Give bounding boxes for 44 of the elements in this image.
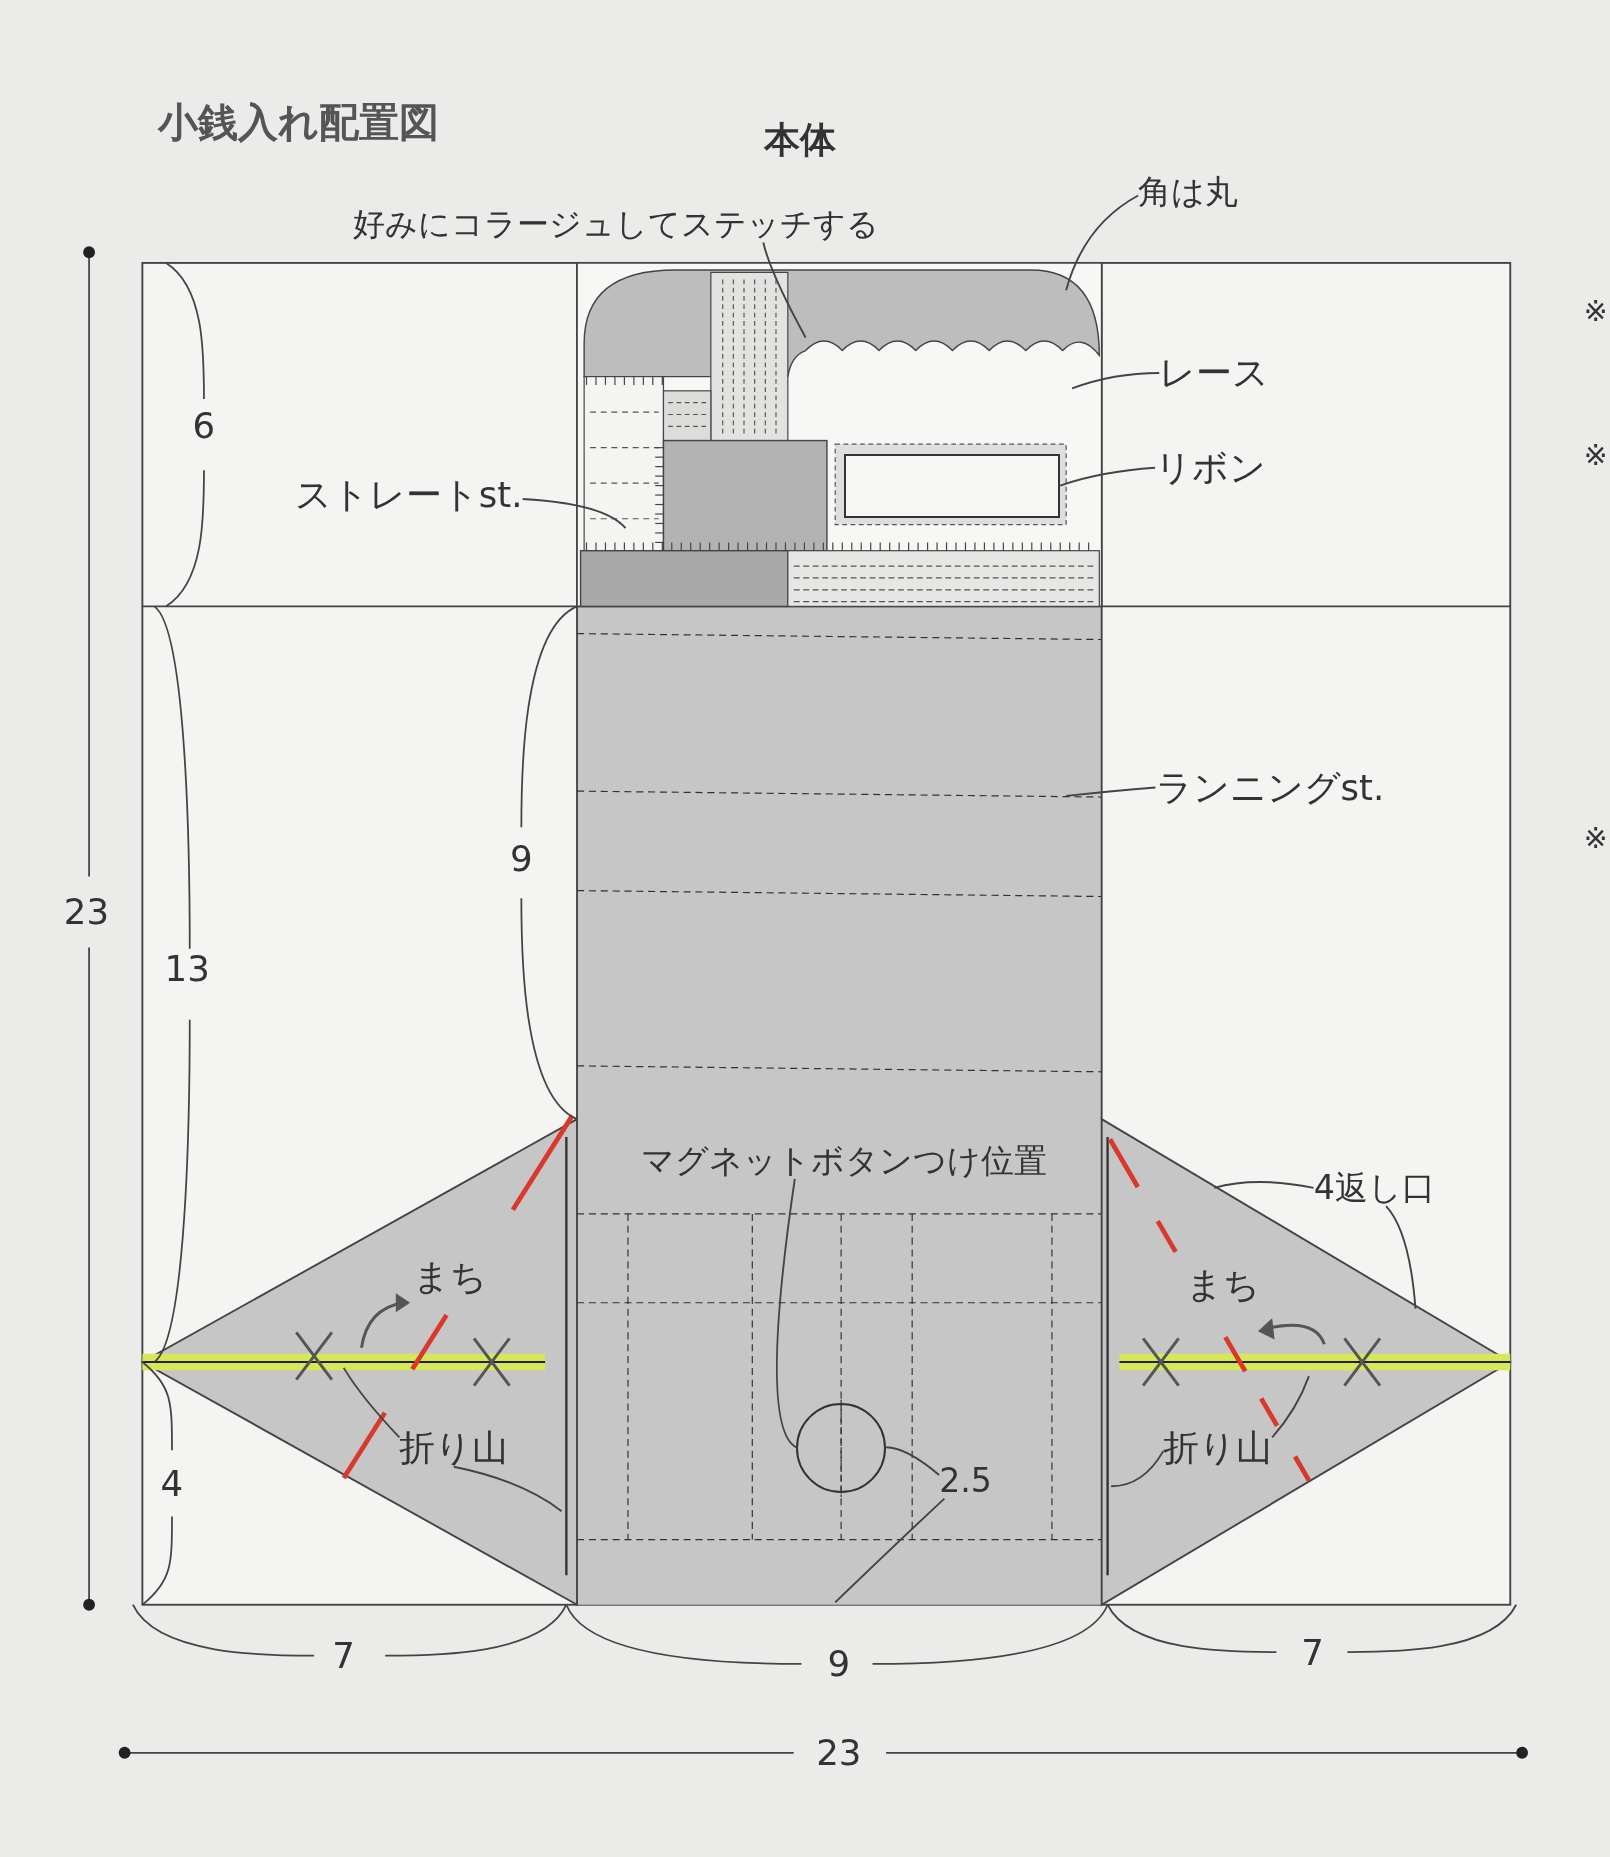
leader-line [834,1497,946,1604]
annotation-text: ランニングst. [1155,768,1385,808]
dimension-label: 7 [332,1636,355,1676]
leader-line [1071,372,1161,390]
leader-line [885,1446,940,1476]
leader-line [1213,1181,1315,1189]
dimension-label: 7 [1301,1633,1324,1673]
title: 小銭入れ配置図 [158,99,440,145]
circle-mark [796,1402,887,1493]
leader-line [342,1366,401,1439]
annotation-text: リボン [1155,448,1267,488]
part-label: まち [413,1257,488,1297]
annotation-text: 2.5 [939,1462,992,1500]
annotation-text: 折り山 [399,1428,509,1468]
annotation-text: レース [1159,353,1270,393]
leader-line [1065,786,1157,797]
dimension-label: 23 [63,892,110,932]
ribbon-rectangle [843,453,1061,518]
dimension-label: 6 [192,406,216,447]
heading: 本体 [763,120,836,160]
dimension-label: 23 [816,1733,862,1773]
leader-line [1271,1375,1310,1439]
annotation-text: 4返し口 [1313,1170,1435,1207]
leader-line [775,1177,798,1449]
part-label: まち [1185,1265,1260,1305]
note-mark: ※ [1583,440,1608,472]
annotation-text: 好みにコラージュしてステッチする [353,207,880,243]
note-mark: ※ [1583,823,1608,855]
leader-line [1385,1205,1417,1310]
leader-line [1110,1450,1165,1488]
leader-line [762,241,807,339]
leader-line [1065,194,1140,292]
annotation-text: マグネットボタンつけ位置 [640,1142,1047,1180]
annotation-text: ストレートst. [294,475,523,515]
leader-line [521,498,627,530]
annotation-text: 角は丸 [1138,173,1239,211]
dimension-label: 4 [160,1464,184,1504]
leader-line [452,1465,563,1513]
dimension-label: 9 [827,1644,851,1685]
dimension-label: 9 [509,839,533,879]
annotation-text: 折り山 [1163,1428,1273,1468]
note-mark: ※ [1583,295,1608,328]
dimension-label: 13 [164,949,210,989]
leader-line [1059,466,1157,487]
